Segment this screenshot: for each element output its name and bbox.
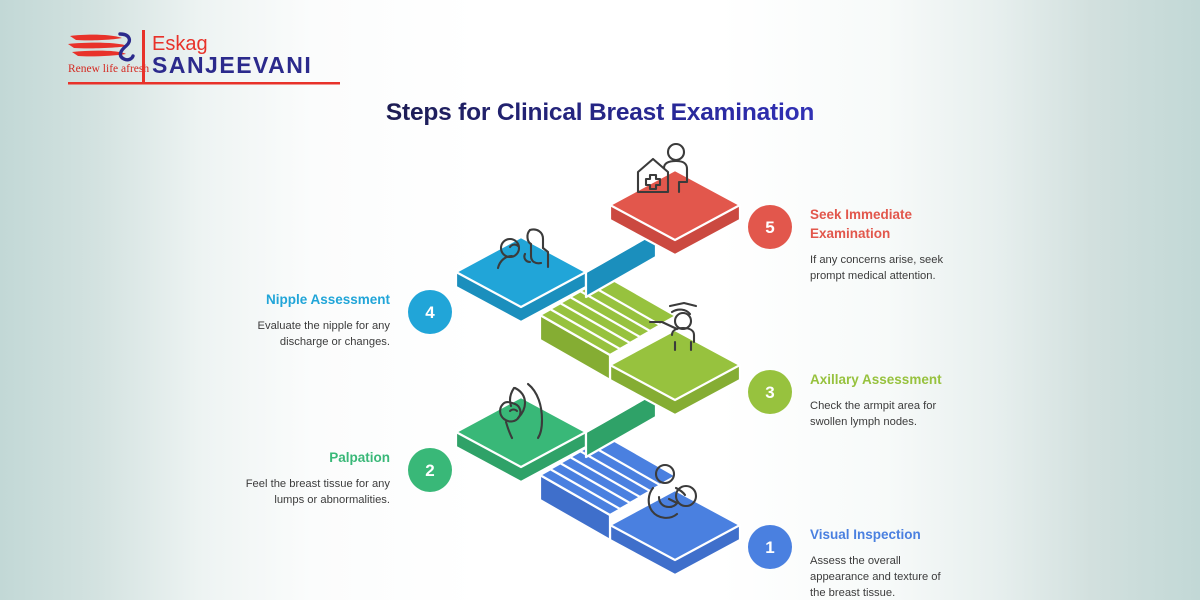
- logo-name-top-text: Eskag: [152, 33, 208, 55]
- step-desc-3: Check the armpit area for swollen lymph …: [810, 400, 937, 429]
- step-body-4: Nipple Assessment Evaluate the nipple fo…: [242, 290, 390, 350]
- platform-3: [608, 328, 742, 417]
- person-arm-raised-icon: [648, 298, 712, 352]
- page-title: Steps for Clinical Breast Examination: [0, 99, 1200, 127]
- step-number-2: 2: [425, 460, 435, 480]
- step-number-5: 5: [765, 217, 775, 237]
- step-body-2: Palpation Feel the breast tissue for any…: [242, 448, 390, 508]
- step-body-1: Visual Inspection Assess the overall app…: [810, 525, 958, 601]
- person-self-exam-icon: [496, 222, 558, 274]
- hand-palpating-breast-icon: [492, 382, 554, 440]
- staircase-illustration: [440, 130, 770, 590]
- logo-tagline-text: Renew life afresh: [68, 63, 149, 75]
- platform-4: [454, 235, 588, 324]
- step-number-1: 1: [765, 537, 775, 557]
- brand-logo: Renew life afresh Eskag SANJEEVANI: [66, 28, 346, 86]
- step-badge-3: 3: [748, 370, 792, 414]
- step-desc-2: Feel the breast tissue for any lumps or …: [245, 478, 390, 507]
- platform-2: [454, 395, 588, 484]
- step-desc-1: Assess the overall appearance and textur…: [810, 555, 941, 600]
- step-desc-5: If any concerns arise, seek prompt medic…: [810, 254, 944, 283]
- clinic-with-person-icon: [634, 142, 696, 194]
- step-heading-1: Visual Inspection: [810, 527, 921, 542]
- flight-3: [538, 274, 678, 382]
- step-heading-3: Axillary Assessment: [810, 372, 942, 387]
- platform-5: [608, 168, 742, 257]
- mother-holding-infant-icon: [644, 462, 706, 522]
- step-body-5: Seek Immediate Examination If any concer…: [810, 205, 958, 284]
- step-heading-2: Palpation: [329, 450, 390, 465]
- step-badge-1: 1: [748, 525, 792, 569]
- flight-1: [538, 434, 678, 542]
- step-number-4: 4: [425, 302, 435, 322]
- step-desc-4: Evaluate the nipple for any discharge or…: [257, 320, 390, 349]
- step-body-3: Axillary Assessment Check the armpit are…: [810, 370, 958, 430]
- step-badge-5: 5: [748, 205, 792, 249]
- logo-name-bottom-text: SANJEEVANI: [152, 52, 312, 78]
- step-badge-2: 2: [408, 448, 452, 492]
- step-badge-4: 4: [408, 290, 452, 334]
- platform-1: [608, 488, 742, 577]
- step-number-3: 3: [765, 382, 775, 402]
- step-heading-5: Seek Immediate Examination: [810, 207, 913, 242]
- step-heading-4: Nipple Assessment: [265, 292, 390, 307]
